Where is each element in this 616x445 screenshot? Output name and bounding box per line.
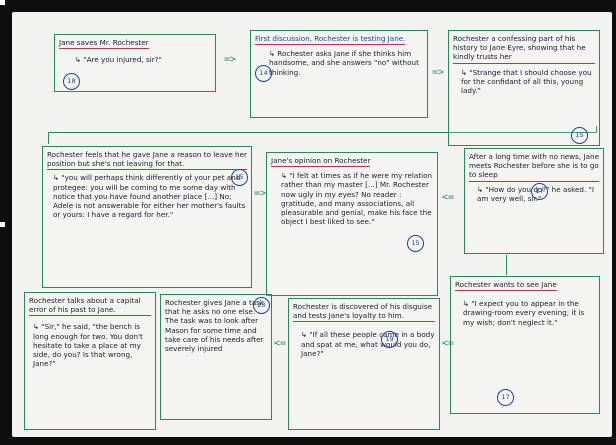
chapter-number: 17 (497, 389, 514, 406)
card-quote: ↳ "Sir," he said, "the bench is long eno… (33, 322, 143, 369)
edge-marker (0, 222, 5, 227)
card-quote: ↳ "I felt at times as if he were my rela… (281, 171, 433, 227)
card-title: Rochester is discovered of his disguise … (293, 302, 435, 323)
card-title: After a long time with no news, Jane mee… (469, 152, 599, 182)
event-card-20: Rochester gives Jane a task that he asks… (160, 294, 272, 420)
card-quote: ↳ "If all these people came in a body an… (301, 330, 435, 358)
poster-sheet: Jane saves Mr. Rochester ↳ "Are you inju… (12, 12, 612, 437)
event-card-17-meeting: After a long time with no news, Jane mee… (464, 148, 604, 254)
card-quote: ↳ "I expect you to appear in the drawing… (463, 299, 585, 327)
chapter-number: 20 (253, 297, 270, 314)
event-card-17-drawing-room: Rochester wants to see Jane ↳ "I expect … (450, 276, 600, 414)
event-card-19: Rochester is discovered of his disguise … (288, 298, 440, 430)
connector-line (596, 126, 598, 133)
corner-marker (0, 0, 5, 5)
card-title: Rochester wants to see Jane (455, 280, 557, 292)
card-title: Jane's opinion on Rochester (271, 156, 371, 168)
chapter-number: 15 (407, 235, 424, 252)
chapter-number: 19 (381, 331, 398, 348)
card-quote: ↳ Rochester asks Jane if she thinks him … (269, 49, 419, 77)
event-card-14: First discussion, Rochester is testing J… (250, 30, 428, 118)
card-title: Rochester gives Jane a task that he asks… (165, 298, 265, 354)
flow-arrow: <= (442, 338, 455, 349)
flow-arrow: => (432, 67, 445, 78)
connector-line (48, 132, 596, 134)
event-card-18: Jane saves Mr. Rochester ↳ "Are you inju… (54, 34, 216, 92)
chapter-number: 15 (231, 169, 248, 186)
flow-arrow: <= (274, 338, 287, 349)
card-title: Rochester feels that he gave Jane a reas… (47, 150, 247, 171)
flow-arrow: => (254, 188, 267, 199)
chapter-number: 17 (531, 183, 548, 200)
card-quote: ↳ "Strange that I should choose you for … (461, 67, 592, 96)
event-card-capital-error: Rochester talks about a capital error of… (24, 292, 156, 430)
card-quote: ↳ "Are you injured, sir?" (75, 55, 162, 65)
connector-line (506, 255, 508, 275)
flow-arrow: => (224, 54, 237, 65)
connector-line (48, 132, 50, 144)
card-quote: ↳ "you will perhaps think differently of… (53, 173, 246, 220)
event-card-15-confession: Rochester a confessing part of his histo… (448, 30, 600, 146)
card-title: Rochester talks about a capital error of… (29, 296, 151, 317)
flow-arrow: <= (442, 192, 455, 203)
card-title: Jane saves Mr. Rochester (59, 38, 149, 50)
chapter-number: 18 (63, 73, 80, 90)
event-card-15-opinion: Jane's opinion on Rochester ↳ "I felt at… (266, 152, 438, 296)
chapter-number: 15 (571, 127, 588, 144)
event-card-15-position: Rochester feels that he gave Jane a reas… (42, 146, 252, 288)
card-title: Rochester a confessing part of his histo… (453, 34, 595, 64)
chapter-number: 14 (255, 65, 272, 82)
card-title: First discussion, Rochester is testing J… (255, 34, 406, 46)
